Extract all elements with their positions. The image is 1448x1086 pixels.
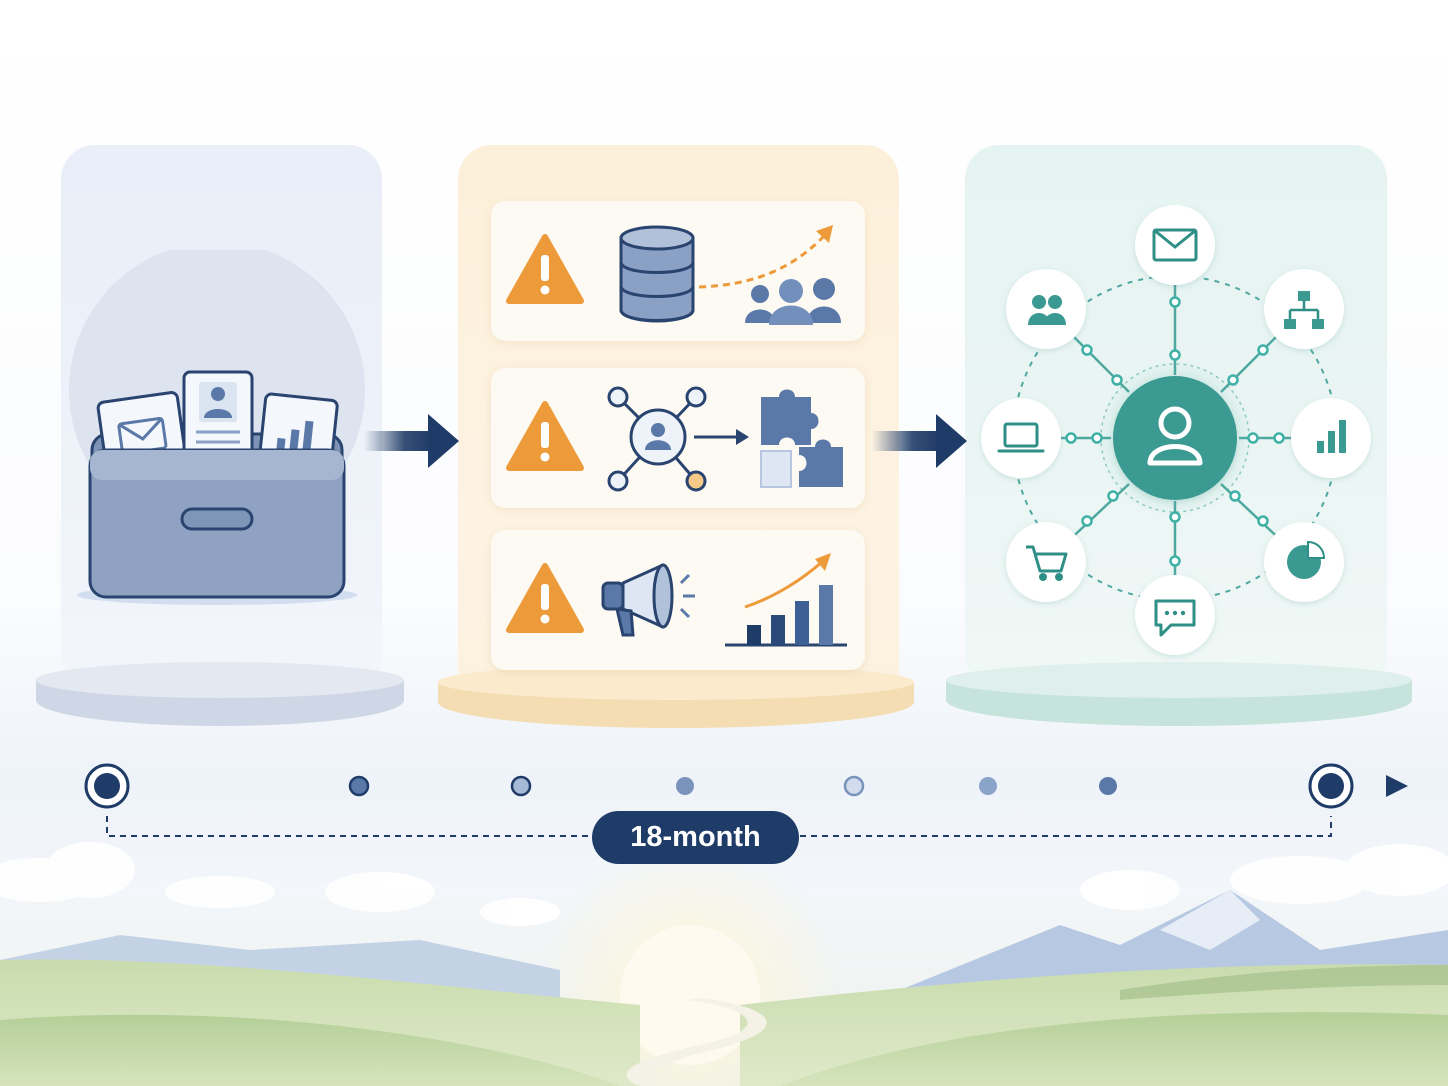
timeline — [84, 763, 1408, 837]
arrow-icon — [694, 429, 749, 445]
stage-3-hub — [981, 205, 1371, 655]
user-icon — [1113, 376, 1237, 500]
network-node-icon — [607, 386, 707, 492]
users-icon — [745, 278, 841, 325]
mail-icon — [1152, 228, 1198, 262]
pedestals — [36, 662, 1412, 728]
users-icon — [1028, 295, 1066, 325]
flow-arrow-1 — [364, 414, 459, 468]
org-chart-icon — [1284, 291, 1324, 329]
puzzle-icon — [760, 389, 843, 488]
clouds — [0, 842, 1448, 926]
problem-icons — [506, 225, 847, 647]
flow-arrow-2 — [872, 414, 967, 468]
timeline-arrowhead — [1386, 775, 1408, 797]
pedestal-1 — [36, 662, 404, 726]
timeline-end-marker — [1308, 763, 1354, 809]
timeline-milestones — [348, 775, 1117, 797]
bar-chart-icon — [1317, 420, 1346, 453]
duration-label: 18-month — [592, 811, 799, 864]
pedestal-3 — [946, 662, 1412, 726]
timeline-start-marker — [84, 763, 130, 809]
warning-icon — [506, 234, 584, 304]
trend-arrow-icon — [698, 225, 833, 289]
stage-1-storage-illustration — [69, 250, 365, 605]
chat-icon — [1154, 599, 1196, 637]
pedestal-2 — [438, 664, 914, 728]
database-icon — [619, 225, 695, 323]
laptop-icon — [997, 422, 1045, 453]
growth-chart-icon — [725, 553, 847, 647]
megaphone-icon — [601, 563, 695, 637]
cart-icon — [1026, 545, 1068, 581]
warning-icon — [506, 563, 584, 633]
pie-chart-icon — [1287, 540, 1326, 579]
contact-card — [182, 370, 254, 464]
warning-icon — [506, 401, 584, 471]
